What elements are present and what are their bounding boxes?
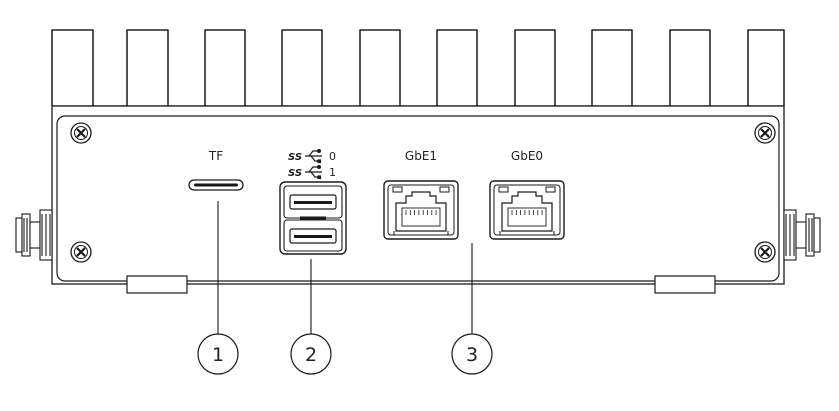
gbe1-label: GbE1 — [405, 149, 437, 163]
tf-label: TF — [208, 149, 223, 163]
left-antenna-connector — [15, 209, 53, 261]
usb-port-0-label: SS 0 — [288, 149, 336, 164]
usb-trident-icon — [305, 149, 322, 164]
callout-2: 2 — [290, 333, 332, 375]
leader-lines — [217, 201, 473, 334]
screw-icon — [754, 241, 776, 263]
callout-3-number: 3 — [466, 344, 478, 366]
screw-icon — [70, 241, 92, 263]
tf-card-slot — [188, 179, 244, 191]
usb-port-1-label: SS 1 — [288, 165, 336, 180]
front-panel-plate — [56, 115, 780, 282]
gbe0-label: GbE0 — [511, 149, 543, 163]
right-foot — [654, 275, 716, 294]
panel-screws — [70, 122, 776, 263]
superspeed-mark-0: SS — [288, 152, 302, 163]
screw-icon — [70, 122, 92, 144]
heatsink-fins — [51, 29, 785, 106]
superspeed-mark-1: SS — [288, 168, 302, 179]
callout-2-number: 2 — [305, 344, 317, 366]
gbe1-ethernet-port — [383, 180, 459, 240]
gbe0-ethernet-port — [489, 180, 565, 240]
callout-1: 1 — [197, 333, 239, 375]
callout-3: 3 — [451, 333, 493, 375]
left-foot — [126, 275, 188, 294]
usb-dual-port-stack — [279, 181, 347, 255]
usb-port-1-number: 1 — [329, 166, 336, 179]
right-antenna-connector — [783, 209, 821, 261]
callout-1-number: 1 — [212, 344, 224, 366]
usb-port-0-number: 0 — [329, 150, 336, 163]
screw-icon — [754, 122, 776, 144]
usb-trident-icon — [305, 165, 322, 180]
